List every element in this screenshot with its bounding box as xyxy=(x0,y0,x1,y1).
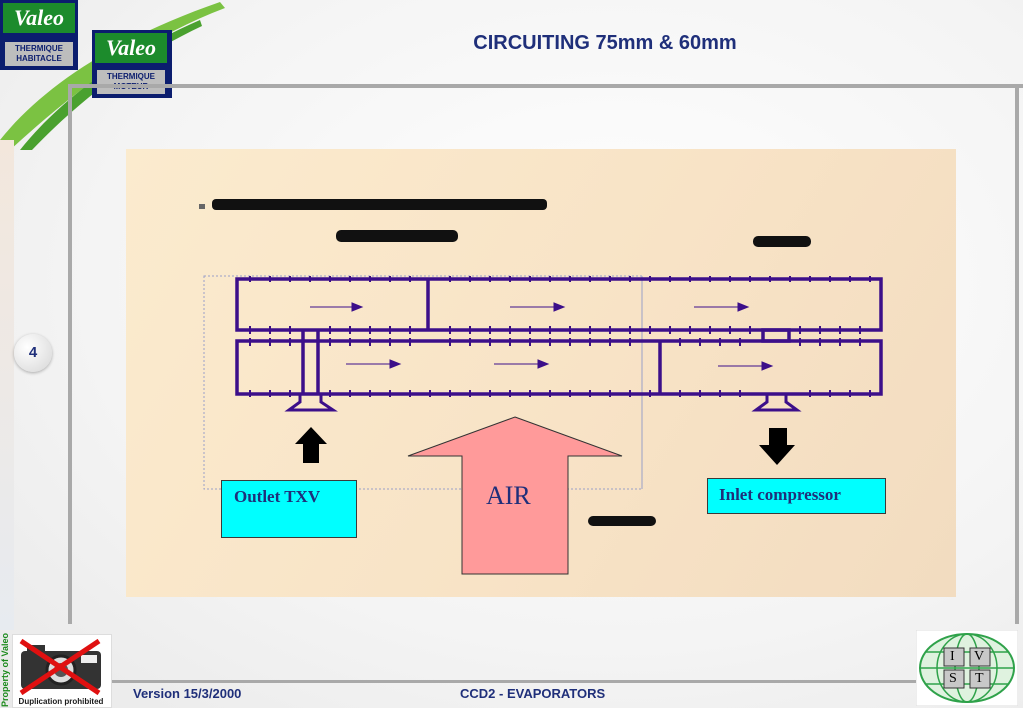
logo-subtitle-line1: THERMIQUE xyxy=(107,72,155,81)
footer-course: CCD2 - EVAPORATORS xyxy=(460,686,606,701)
scrambled-caption-glyphs xyxy=(588,516,656,526)
flow-direction-arrows xyxy=(310,302,774,371)
air-label: AIR xyxy=(486,481,531,510)
tube-walls xyxy=(235,277,883,396)
outlet-up-arrow xyxy=(295,427,327,463)
inlet-compressor-label: Inlet compressor xyxy=(707,478,886,514)
footer-version: Version 15/3/2000 xyxy=(133,686,242,701)
ivst-letter: I xyxy=(950,649,955,664)
ivst-logo: I V S T xyxy=(915,629,1019,707)
bullet-mark xyxy=(199,204,205,209)
green-swoosh-graphic xyxy=(0,2,225,150)
duplication-prohibited-badge xyxy=(12,634,112,708)
scrambled-caption-glyphs xyxy=(753,236,811,247)
camera-crossed-icon xyxy=(19,638,101,696)
ivst-globe-icon xyxy=(915,629,1019,707)
page-number-badge: 4 xyxy=(14,334,52,372)
ivst-letter: T xyxy=(975,671,984,686)
frame-left-line xyxy=(68,84,72,624)
property-of-valeo-text: Property of Valeo xyxy=(0,632,10,707)
valeo-logo-habitacle: Valeo THERMIQUE HABITACLE xyxy=(0,0,78,70)
logo-brand: Valeo xyxy=(95,33,167,63)
logo-subtitle: THERMIQUE HABITACLE xyxy=(5,42,73,66)
fin-ticks xyxy=(249,276,871,397)
logo-subtitle-line1: THERMIQUE xyxy=(15,44,63,53)
inlet-down-arrow xyxy=(759,428,795,465)
slide-title: CIRCUITING 75mm & 60mm xyxy=(473,32,737,54)
left-decor-strip xyxy=(0,140,14,630)
frame-top-line xyxy=(68,84,1023,88)
duplication-prohibited-text: Duplication prohibited xyxy=(18,697,104,706)
scrambled-caption-glyphs xyxy=(336,230,458,242)
logo-subtitle-line2: HABITACLE xyxy=(16,54,62,63)
outlet-txv-label: Outlet TXV xyxy=(221,480,357,538)
pipe-stubs xyxy=(284,394,802,412)
frame-right-line xyxy=(1015,84,1019,624)
logo-brand: Valeo xyxy=(3,3,75,33)
scrambled-heading-glyphs xyxy=(212,199,547,210)
dotted-outline xyxy=(203,275,643,490)
frame-bottom-line xyxy=(110,680,920,683)
ivst-letter: V xyxy=(974,649,985,664)
air-flow-arrow xyxy=(407,416,623,575)
ivst-letter: S xyxy=(949,671,957,686)
